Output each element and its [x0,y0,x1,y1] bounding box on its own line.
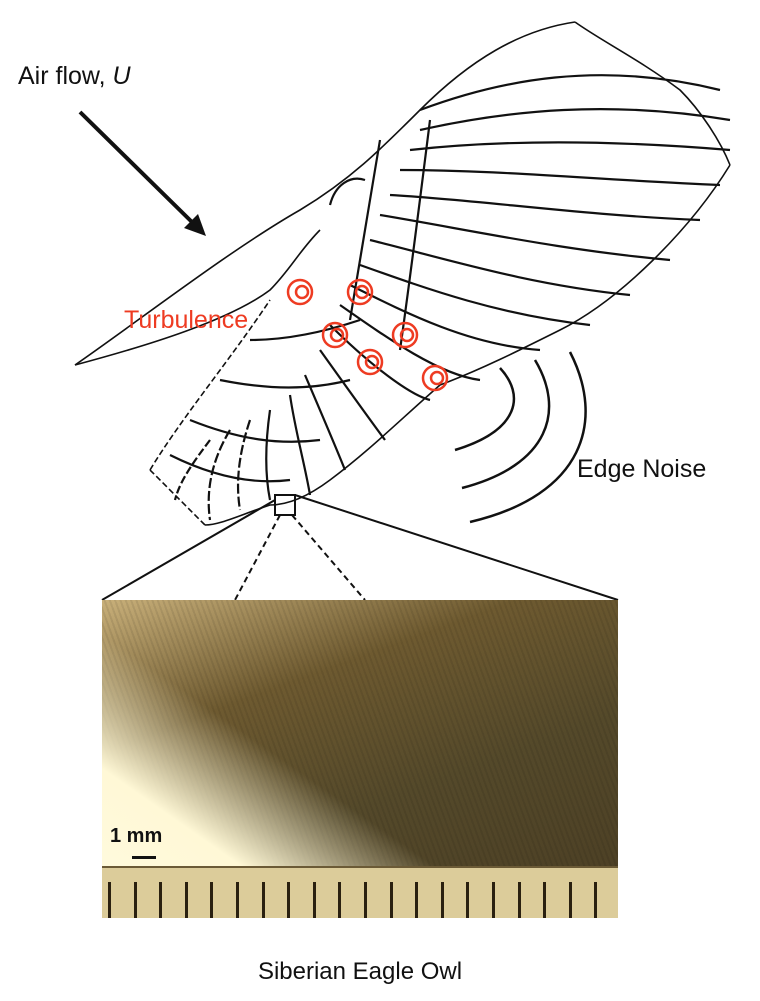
vortex-icon [391,321,419,349]
airflow-label: Air flow, U [18,62,131,91]
background-light [102,600,618,918]
sound-waves-icon [454,351,587,524]
ruler-tick [210,882,214,918]
scale-label: 1 mm [110,825,163,847]
vortex-icon [421,364,449,392]
airflow-symbol: U [112,62,131,90]
vortex-icon [286,278,314,306]
vortex-icon [356,348,384,376]
wing-outline [74,21,731,526]
ruler-tick [108,882,111,918]
zoom-indicator [101,494,619,601]
ruler-tick [287,882,291,918]
ruler-tick [543,882,547,918]
ruler-tick [415,882,419,918]
ruler [102,866,618,918]
ruler-tick [440,882,444,918]
vortex-icon [321,321,349,349]
ruler-tick [261,882,265,918]
ruler-tick [236,882,239,918]
turbulence-vortices [286,278,449,392]
ruler-tick [364,882,367,918]
ruler-tick [517,882,521,918]
turbulence-label: Turbulence [124,306,249,334]
feather-lines [169,74,731,521]
airflow-arrow [78,110,206,236]
ruler-tick [492,882,495,918]
caption: Siberian Eagle Owl [257,958,463,985]
scale-bar [132,856,156,859]
ruler-tick [133,882,137,918]
ruler-tick [159,882,163,918]
ruler-tick [312,882,316,918]
airflow-text: Air flow, [18,62,113,90]
ruler-tick [184,882,188,918]
ruler-tick [338,882,342,918]
edge-noise-label: Edge Noise [577,455,707,483]
feather-micrograph: 1 mm [102,600,618,918]
vortex-icon [346,278,374,306]
ruler-tick [389,882,393,918]
ruler-tick [594,882,598,918]
ruler-tick [466,882,470,918]
ruler-tick [568,882,572,918]
